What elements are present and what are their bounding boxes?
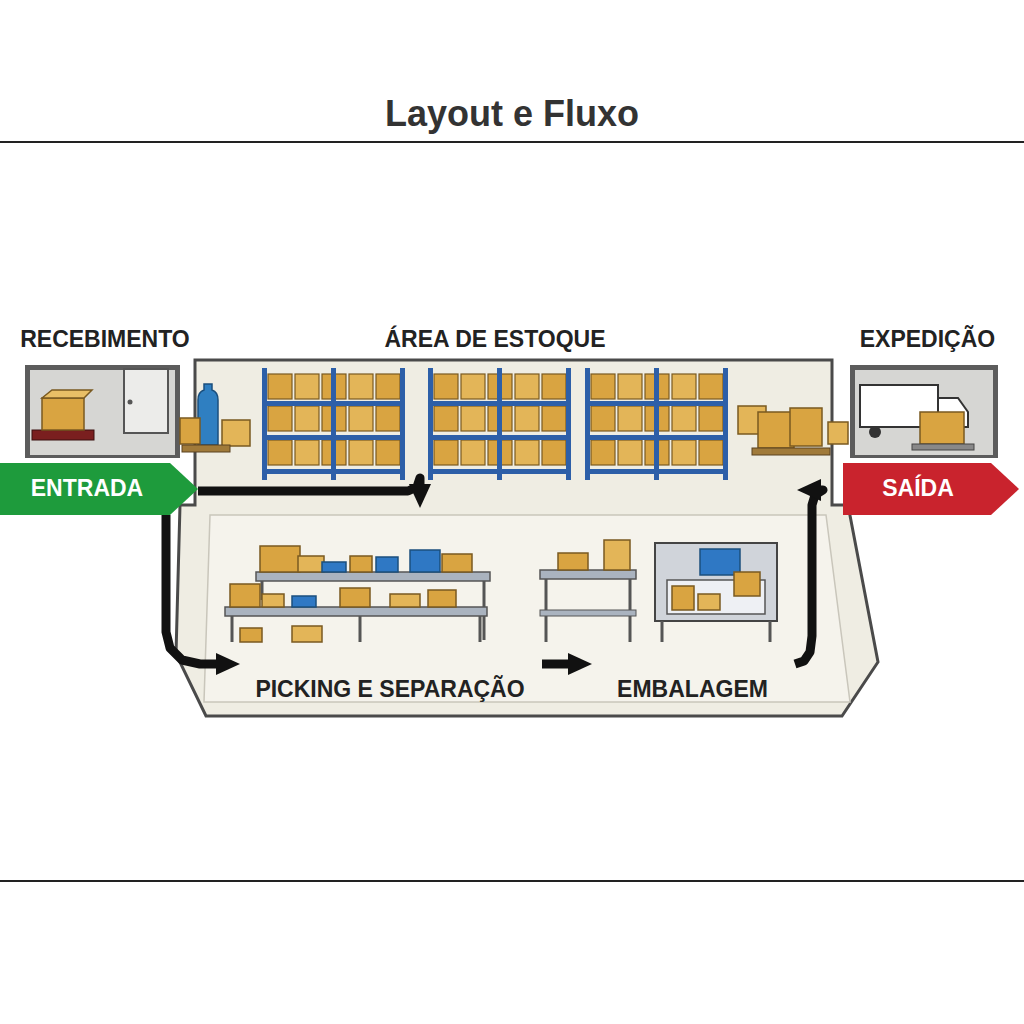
stock-box xyxy=(542,406,566,431)
stock-box xyxy=(672,374,696,399)
box xyxy=(180,418,200,444)
receiving-wall xyxy=(30,370,175,455)
stock-box xyxy=(618,406,642,431)
stock-box xyxy=(376,374,400,399)
shelf-upright xyxy=(723,368,728,480)
stock-box xyxy=(542,440,566,465)
floor-marking xyxy=(204,515,850,702)
shelving xyxy=(262,368,728,480)
shelf-upright xyxy=(497,368,502,480)
flow-arrow xyxy=(795,490,823,664)
stock-box xyxy=(515,406,539,431)
shelf-upright xyxy=(428,368,433,480)
stock-box xyxy=(699,406,723,431)
water-bottle xyxy=(198,384,218,445)
shelf-upright xyxy=(566,368,571,480)
stock-box xyxy=(591,406,615,431)
stock-box xyxy=(349,406,373,431)
hand-cart xyxy=(912,444,974,450)
entry-arrow: ENTRADA xyxy=(0,463,198,515)
stock-box xyxy=(699,440,723,465)
flow-arrow xyxy=(166,515,216,664)
stock-box xyxy=(515,440,539,465)
picking-tables xyxy=(225,546,490,642)
zone-label: PICKING E SEPARAÇÃO xyxy=(255,676,524,704)
door xyxy=(124,369,168,433)
stock-box xyxy=(542,374,566,399)
box xyxy=(920,412,964,444)
pallet xyxy=(182,445,230,452)
stock-box xyxy=(268,406,292,431)
stock-box xyxy=(672,440,696,465)
receiving-room xyxy=(25,365,180,458)
packing-station xyxy=(540,540,777,642)
stock-box xyxy=(434,374,458,399)
stock-box xyxy=(376,406,400,431)
title-text: Layout e Fluxo xyxy=(385,92,639,135)
stock-box xyxy=(618,440,642,465)
stock-box xyxy=(434,406,458,431)
warehouse-floor xyxy=(176,360,878,716)
stock-box xyxy=(349,374,373,399)
exit-arrow: SAÍDA xyxy=(843,463,1019,515)
stock-box xyxy=(591,440,615,465)
flow-arrow xyxy=(198,478,420,491)
stock-box xyxy=(461,374,485,399)
stock-box xyxy=(461,406,485,431)
rule-line xyxy=(0,880,1024,882)
stock-box xyxy=(268,440,292,465)
packing-zone: EMBALAGEM xyxy=(590,548,795,708)
stock-box xyxy=(434,440,458,465)
box xyxy=(222,420,250,446)
flow-arrow xyxy=(542,660,568,669)
zone-label: RECEBIMENTO xyxy=(20,326,190,354)
picking-zone: PICKING E SEPARAÇÃO xyxy=(238,548,542,708)
box xyxy=(42,398,84,430)
stock-box xyxy=(349,440,373,465)
stock-box xyxy=(268,374,292,399)
stock-box xyxy=(591,374,615,399)
box-top xyxy=(42,390,92,398)
stock-box xyxy=(376,440,400,465)
stock-box xyxy=(699,374,723,399)
stock-box xyxy=(672,406,696,431)
zone-label: ÁREA DE ESTOQUE xyxy=(384,326,605,354)
shelf-upright xyxy=(654,368,659,480)
stock-box xyxy=(515,374,539,399)
shelf-upright xyxy=(262,368,267,480)
stock-box xyxy=(618,374,642,399)
pallet xyxy=(752,448,830,455)
shelf-upright xyxy=(585,368,590,480)
zone-label: EXPEDIÇÃO xyxy=(860,326,995,354)
shelf-upright xyxy=(400,368,405,480)
shipping-wall xyxy=(855,370,993,455)
door-knob xyxy=(128,400,133,405)
zone-label: EMBALAGEM xyxy=(617,676,768,704)
wheel xyxy=(869,426,881,438)
shipping-zone: EXPEDIÇÃO xyxy=(845,322,1010,460)
title-block: Layout e Fluxo xyxy=(0,92,1024,135)
receiving-zone: RECEBIMENTO xyxy=(14,322,196,460)
stock-box xyxy=(461,440,485,465)
arrow-label: SAÍDA xyxy=(882,475,954,503)
arrow-label: ENTRADA xyxy=(31,475,143,503)
box xyxy=(758,412,794,448)
shelf-upright xyxy=(331,368,336,480)
rule-line xyxy=(0,141,1024,143)
stock-box xyxy=(295,440,319,465)
box xyxy=(790,408,822,446)
stock-box xyxy=(295,406,319,431)
pallet xyxy=(32,430,94,440)
box xyxy=(828,422,848,444)
shipping-room xyxy=(850,365,998,458)
stock-box xyxy=(295,374,319,399)
storage-zone: ÁREA DE ESTOQUE xyxy=(175,322,815,462)
